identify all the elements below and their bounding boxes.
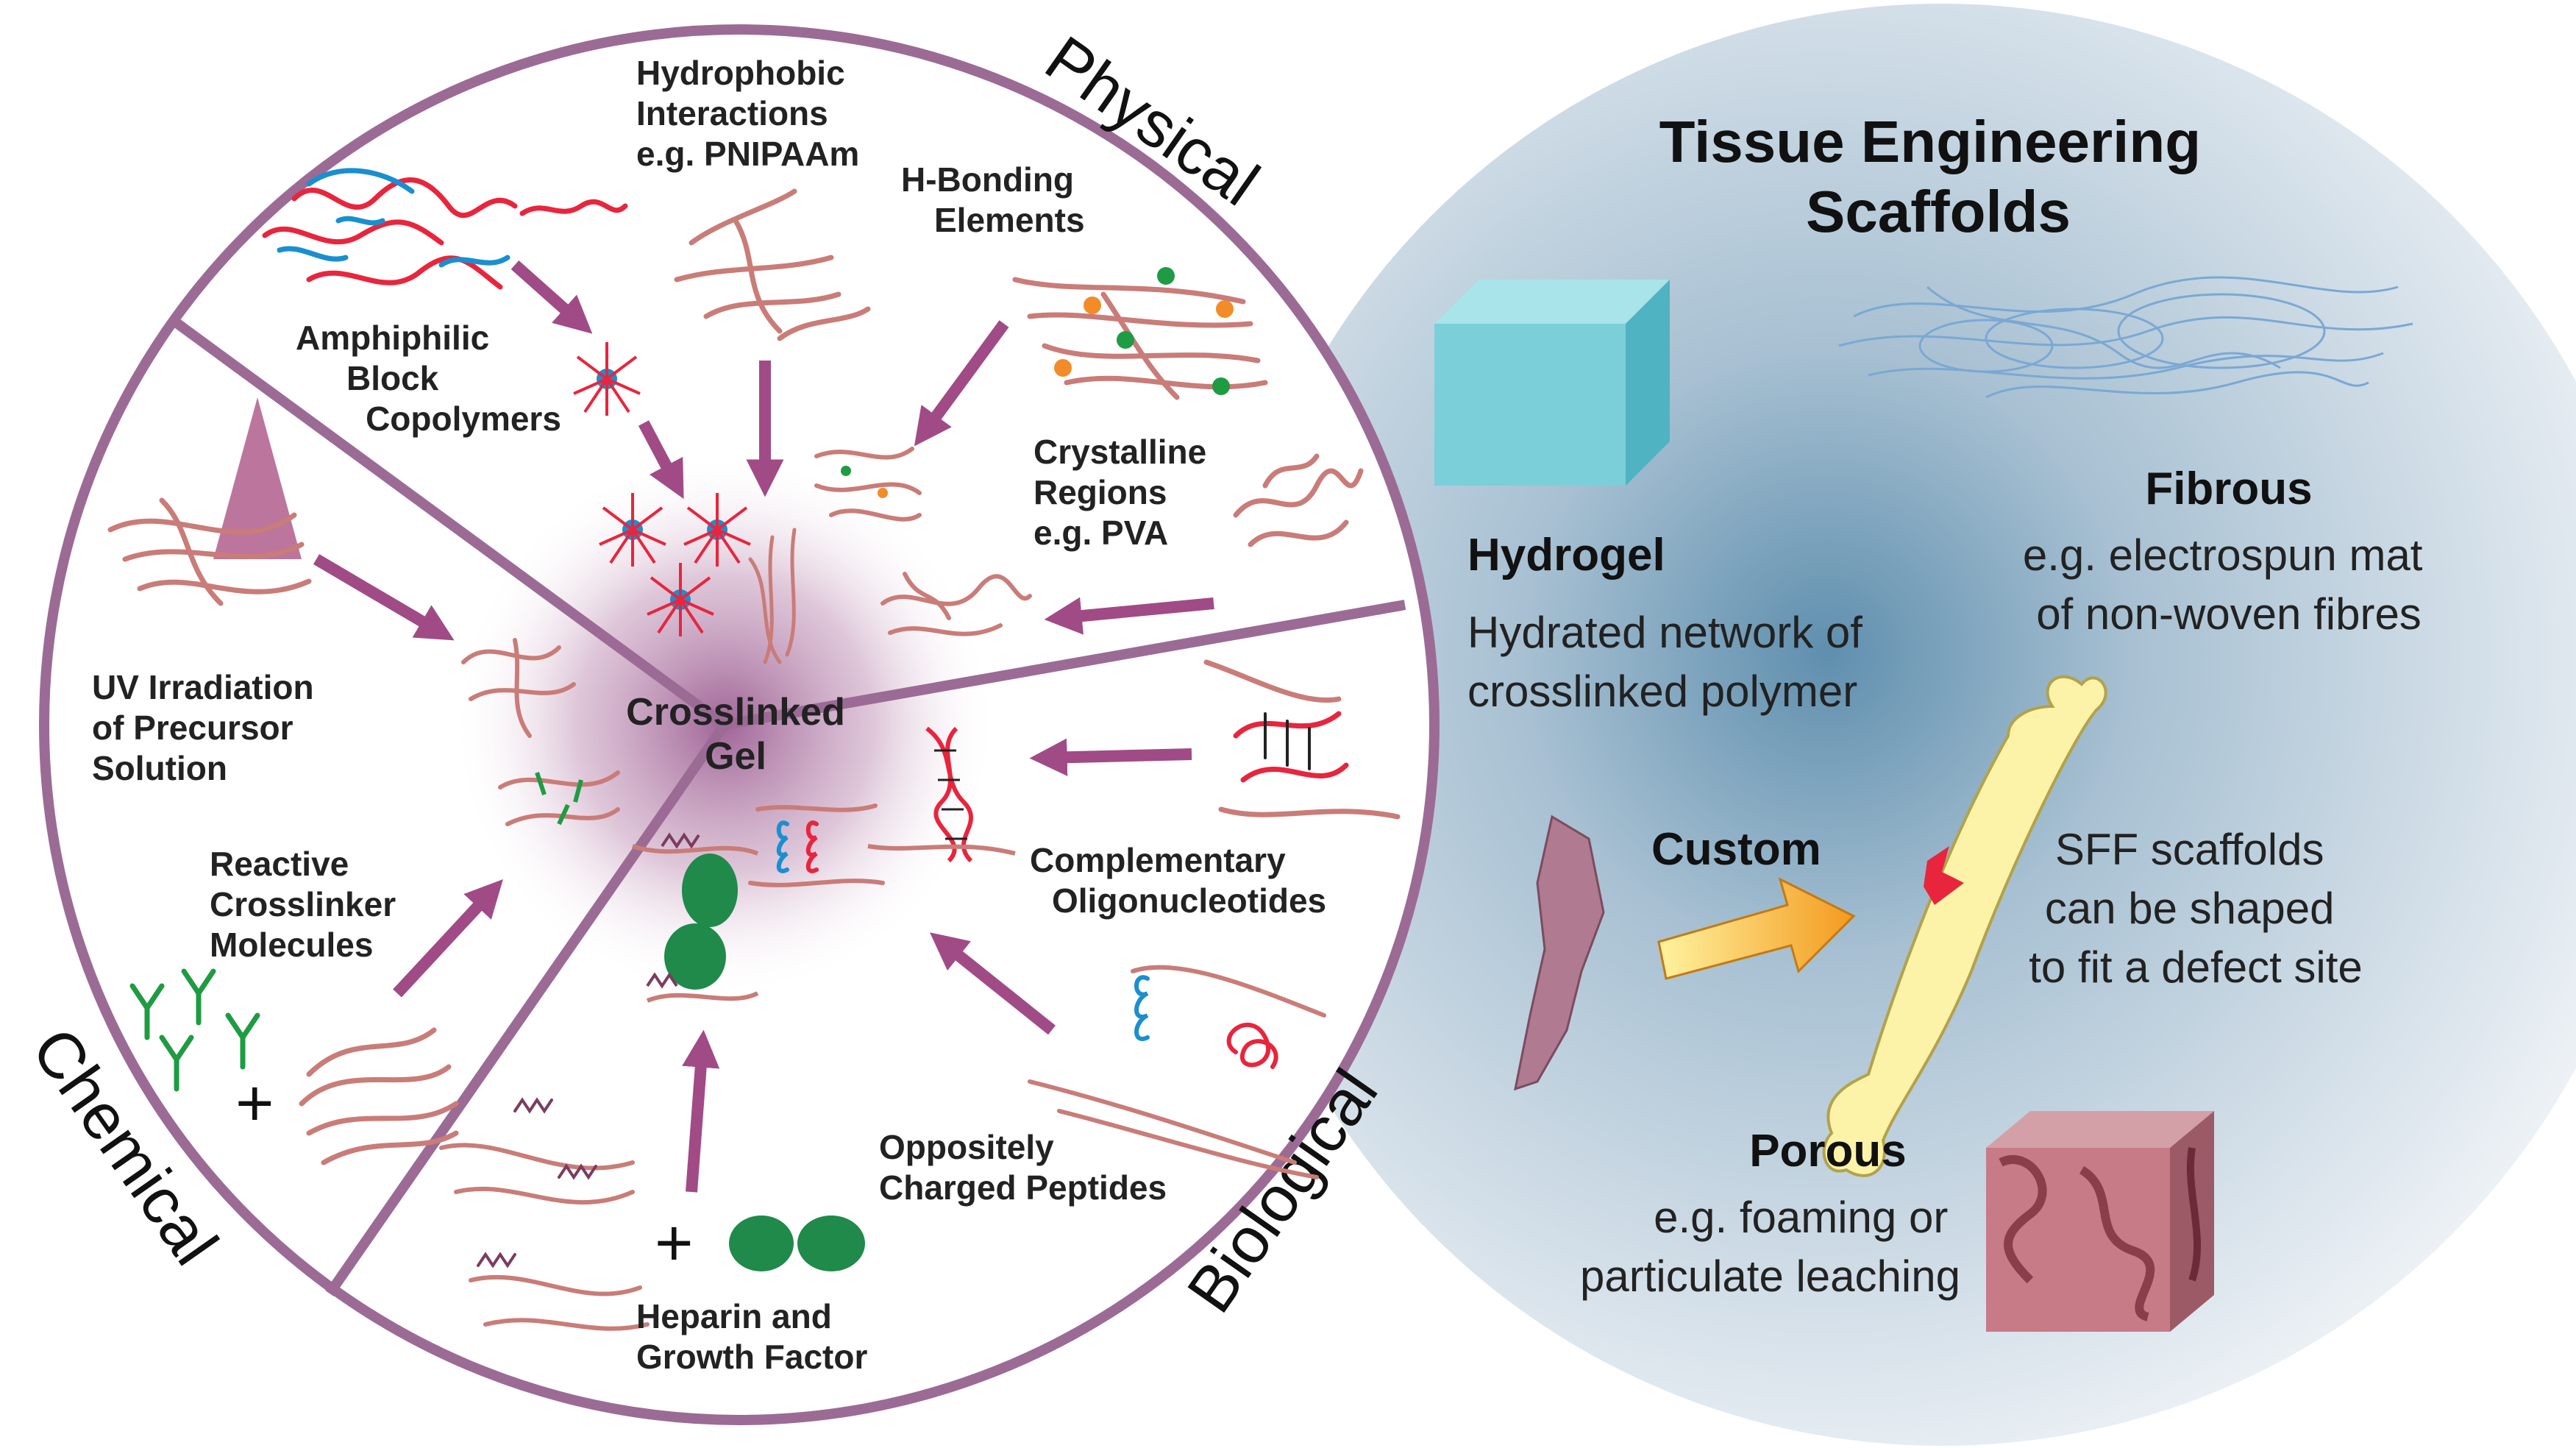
label-peptides: Oppositely Charged Peptides: [879, 1128, 1167, 1207]
porous-title: Porous: [1749, 1126, 1907, 1176]
divider-chemical-biological: [325, 722, 729, 1296]
bone-icon: [1822, 675, 2107, 1177]
custom-arrow-icon: [1657, 877, 1856, 980]
label-hydrophobic: Hydrophobic Interactions e.g. PNIPAAm: [636, 54, 859, 173]
label-amphiphilic: Amphiphilic Block Copolymers: [296, 319, 561, 438]
peptide-coils: [1028, 965, 1326, 1179]
label-crystalline: Crystalline Regions e.g. PVA: [1033, 433, 1216, 552]
uv-polymer-strands: [107, 497, 312, 606]
fibrous-mat-icon: [1838, 276, 2413, 399]
label-heparin: Heparin and Growth Factor: [636, 1297, 867, 1376]
divider-physical-chemical: [167, 314, 728, 729]
label-complementary: Complementary Oligonucleotides: [1030, 841, 1326, 920]
growth-factor-icon: [729, 1215, 865, 1271]
label-reactive: Reactive Crosslinker Molecules: [210, 845, 405, 964]
hydrogel-desc: Hydrated network of crosslinked polymer: [1467, 608, 1875, 716]
chemical-crosslinks: [535, 772, 583, 826]
center-dna-helix: [867, 726, 1016, 863]
label-hbonding: H-Bonding Elements: [901, 160, 1085, 239]
hydrogel-cube-icon: [1434, 280, 1670, 486]
divider-physical-biological: [723, 600, 1406, 730]
fibrous-title: Fibrous: [2145, 464, 2312, 514]
hydrophobic-polymer-strands: [674, 188, 871, 341]
crystalline-strands: [1233, 453, 1364, 547]
hbond-network: [1012, 277, 1268, 400]
center-physical-strands: [748, 528, 797, 664]
center-peptide-coils: [748, 803, 885, 887]
crosslinker-molecules: [129, 968, 260, 1092]
custom-desc: SFF scaffolds can be shaped to fit a def…: [2029, 825, 2363, 992]
hydrogel-title: Hydrogel: [1467, 530, 1665, 581]
micelle-cluster: [599, 493, 751, 636]
porous-desc: e.g. foaming or particulate leaching: [1580, 1193, 1960, 1301]
bone-defect-icon: [1924, 846, 1964, 905]
scaffolds-title: Tissue Engineering Scaffolds: [1659, 109, 2218, 244]
growth-factor-center: [632, 832, 759, 1003]
label-uv: UV Irradiation of Precursor Solution: [92, 668, 323, 787]
custom-scaffold-shape-icon: [1514, 814, 1605, 1091]
crystalline-gel-strands: [880, 572, 1032, 636]
plus-biological: +: [655, 1207, 694, 1280]
center-label-line2: Gel: [705, 735, 766, 778]
biological-arrows: [682, 738, 1192, 1193]
physical-arrows: [510, 260, 1214, 635]
fibrous-desc: e.g. electrospun mat of non-woven fibres: [2023, 530, 2435, 639]
hbond-gel-strands: [814, 447, 922, 522]
chemical-arrows: [313, 554, 503, 998]
center-label-line1: Crosslinked: [626, 691, 845, 734]
plus-chemical: +: [235, 1067, 274, 1140]
center-chemical-strands: [461, 638, 620, 826]
chemical-polymer-coil: [299, 1027, 459, 1165]
uv-beam-icon: [213, 397, 302, 559]
oligonucleotide-strands: [1203, 659, 1401, 820]
hbond-dots: [1054, 267, 1234, 395]
porous-cube-icon: [1986, 1111, 2214, 1332]
amphiphilic-polymer-chains: [262, 168, 628, 290]
custom-title: Custom: [1651, 824, 1821, 875]
micelle-small: [573, 342, 641, 416]
heparin-strands: [439, 1097, 650, 1331]
